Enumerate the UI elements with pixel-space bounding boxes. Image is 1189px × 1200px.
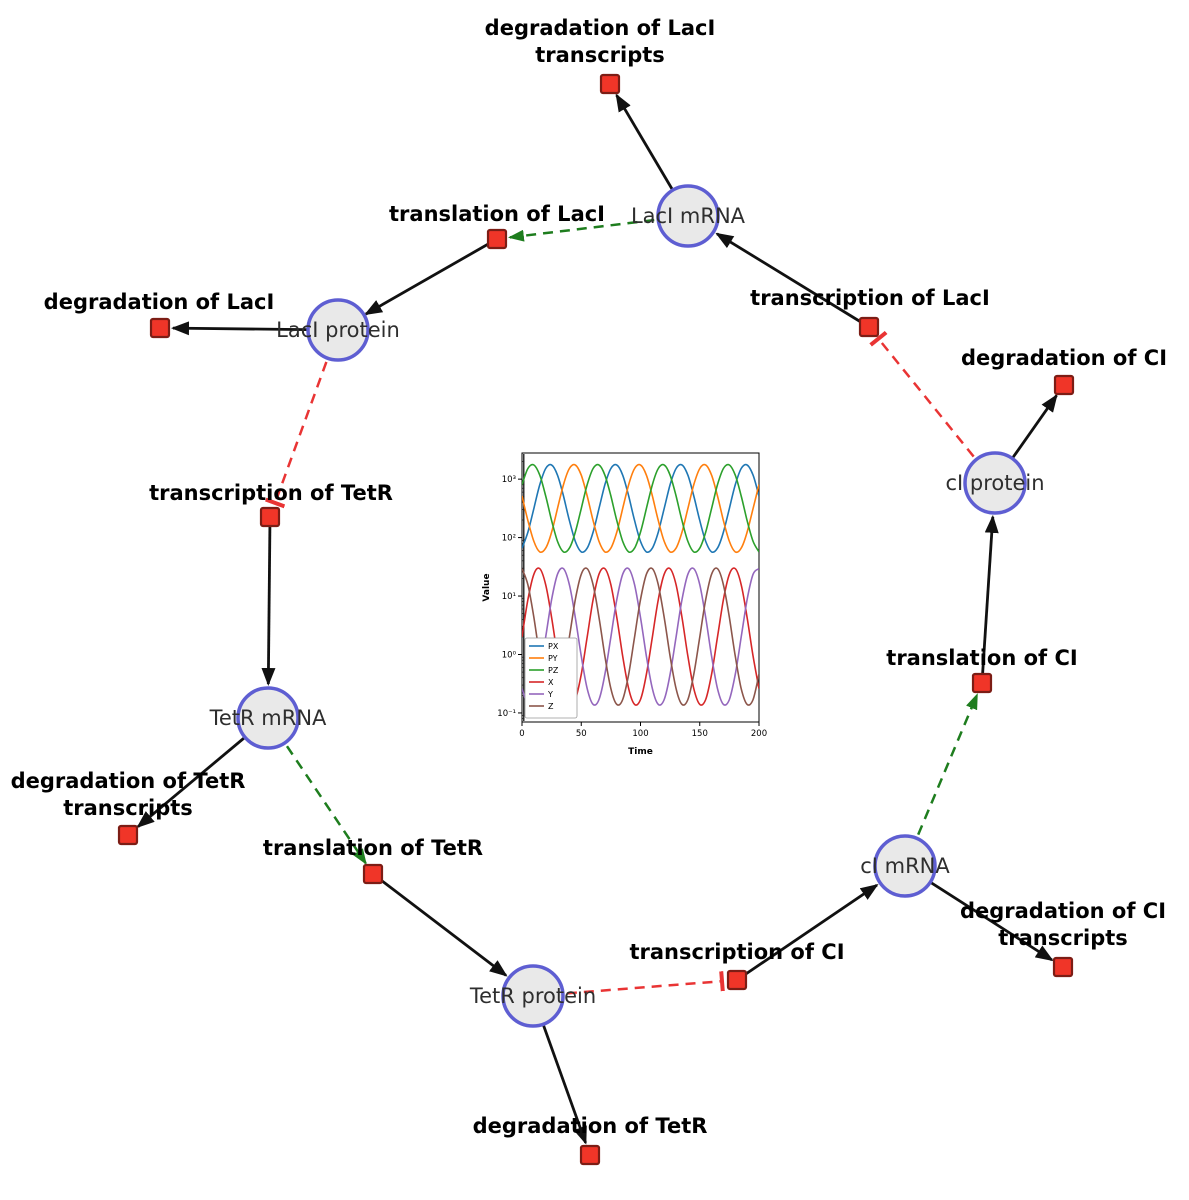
nodes-layer: degradation of LacI transcripts translat…	[11, 16, 1167, 1166]
reaction-square[interactable]	[1052, 956, 1074, 978]
species-label: LacI mRNA	[631, 204, 746, 228]
reaction-node-deg-tetr-transcripts[interactable]: degradation of TetR transcripts	[11, 769, 246, 846]
edge-translation-laci-to-laci-protein	[364, 237, 498, 316]
species-label: cI protein	[945, 471, 1044, 495]
edge-translation-tetr-to-tetr-protein	[372, 872, 508, 977]
svg-text:Time: Time	[628, 747, 653, 757]
svg-text:10³: 10³	[502, 475, 516, 485]
svg-text:150: 150	[692, 729, 708, 739]
species-label: TetR protein	[469, 984, 596, 1008]
reaction-square[interactable]	[486, 228, 508, 250]
svg-text:PY: PY	[548, 654, 558, 663]
svg-text:100: 100	[632, 729, 648, 739]
svg-text:50: 50	[576, 729, 587, 739]
reaction-square[interactable]	[149, 317, 171, 339]
svg-text:10¹: 10¹	[502, 592, 516, 602]
reaction-label: transcription of LacI	[750, 286, 990, 310]
reaction-node-deg-laci-transcripts[interactable]: degradation of LacI transcripts	[485, 16, 716, 95]
species-label: TetR mRNA	[209, 706, 327, 730]
svg-text:X: X	[548, 678, 554, 687]
species-circle[interactable]	[501, 964, 565, 1028]
edge-tetr-protein-inhibits-transcription-ci	[532, 971, 725, 998]
reaction-label: transcripts	[535, 43, 665, 67]
species-circle[interactable]	[963, 451, 1027, 515]
species-circle[interactable]	[873, 834, 937, 898]
reaction-node-translation-tetr[interactable]: translation of TetR	[263, 836, 483, 885]
reaction-square[interactable]	[1053, 374, 1075, 396]
species-node-tetr-protein[interactable]: TetR protein	[469, 964, 596, 1028]
species-node-laci-protein[interactable]: LacI protein	[276, 298, 400, 362]
reaction-square[interactable]	[599, 73, 621, 95]
species-node-laci-mrna[interactable]: LacI mRNA	[631, 184, 746, 248]
svg-text:PZ: PZ	[548, 666, 559, 675]
reaction-square[interactable]	[259, 506, 281, 528]
reaction-label: degradation of TetR	[473, 1114, 708, 1138]
edge-transcription-ci-to-ci-mrna	[736, 883, 879, 982]
reaction-label: transcription of CI	[629, 940, 844, 964]
edges-layer	[136, 93, 1058, 1145]
species-node-ci-protein[interactable]: cI protein	[945, 451, 1045, 515]
reaction-label: translation of TetR	[263, 836, 483, 860]
reaction-square[interactable]	[971, 672, 993, 694]
reaction-square[interactable]	[117, 824, 139, 846]
edge-tetr-mrna-modifier-translation	[266, 717, 367, 865]
reaction-node-deg-tetr[interactable]: degradation of TetR	[473, 1114, 708, 1166]
edge-transcription-tetr-to-tetr-mrna	[261, 516, 276, 686]
edge-laci-protein-inhibits-transcription-tetr	[265, 329, 340, 509]
reaction-node-transcription-laci[interactable]: transcription of LacI	[750, 286, 990, 338]
reaction-node-deg-laci[interactable]: degradation of LacI	[44, 290, 275, 339]
species-node-ci-mrna[interactable]: cI mRNA	[860, 834, 950, 898]
reaction-node-translation-ci[interactable]: translation of CI	[886, 646, 1078, 694]
edge-ci-mrna-modifier-translation	[903, 693, 979, 867]
svg-text:Z: Z	[548, 702, 554, 711]
reaction-label: degradation of LacI	[485, 16, 716, 40]
reaction-node-transcription-ci[interactable]: transcription of CI	[629, 940, 845, 991]
reaction-square[interactable]	[726, 969, 748, 991]
reaction-node-deg-ci[interactable]: degradation of CI	[961, 346, 1167, 396]
reaction-node-transcription-tetr[interactable]: transcription of TetR	[149, 481, 393, 528]
reaction-node-deg-ci-transcripts[interactable]: degradation of CI transcripts	[960, 899, 1166, 978]
edge-ci-protein-inhibits-transcription-laci	[869, 330, 996, 484]
edge-transcription-laci-to-laci-mrna	[715, 232, 870, 329]
reaction-label: transcripts	[998, 926, 1128, 950]
reaction-label: transcription of TetR	[149, 481, 393, 505]
svg-text:Value: Value	[482, 573, 492, 601]
reaction-square[interactable]	[858, 316, 880, 338]
species-label: cI mRNA	[860, 854, 950, 878]
reaction-label: transcripts	[63, 796, 193, 820]
reaction-square[interactable]	[362, 863, 384, 885]
reaction-node-translation-laci[interactable]: translation of LacI	[389, 202, 605, 250]
reaction-square[interactable]	[579, 1144, 601, 1166]
svg-text:Y: Y	[547, 690, 553, 699]
svg-text:10⁰: 10⁰	[502, 650, 517, 660]
edge-laci-mrna-modifier-translation	[507, 214, 689, 242]
species-label: LacI protein	[276, 318, 400, 342]
species-circle[interactable]	[656, 184, 720, 248]
svg-text:PX: PX	[548, 642, 559, 651]
svg-text:10²: 10²	[502, 534, 516, 544]
reaction-label: translation of LacI	[389, 202, 605, 226]
reaction-label: translation of CI	[886, 646, 1077, 670]
species-circle[interactable]	[306, 298, 370, 362]
reaction-label: degradation of CI	[961, 346, 1167, 370]
svg-text:10⁻¹: 10⁻¹	[497, 709, 516, 719]
edge-translation-ci-to-ci-protein	[980, 514, 999, 684]
reaction-label: degradation of LacI	[44, 290, 275, 314]
svg-text:200: 200	[751, 729, 767, 739]
species-node-tetr-mrna[interactable]: TetR mRNA	[209, 686, 327, 750]
reaction-label: degradation of CI	[960, 899, 1166, 923]
svg-text:0: 0	[519, 729, 524, 739]
reaction-label: degradation of TetR	[11, 769, 246, 793]
species-circle[interactable]	[236, 686, 300, 750]
